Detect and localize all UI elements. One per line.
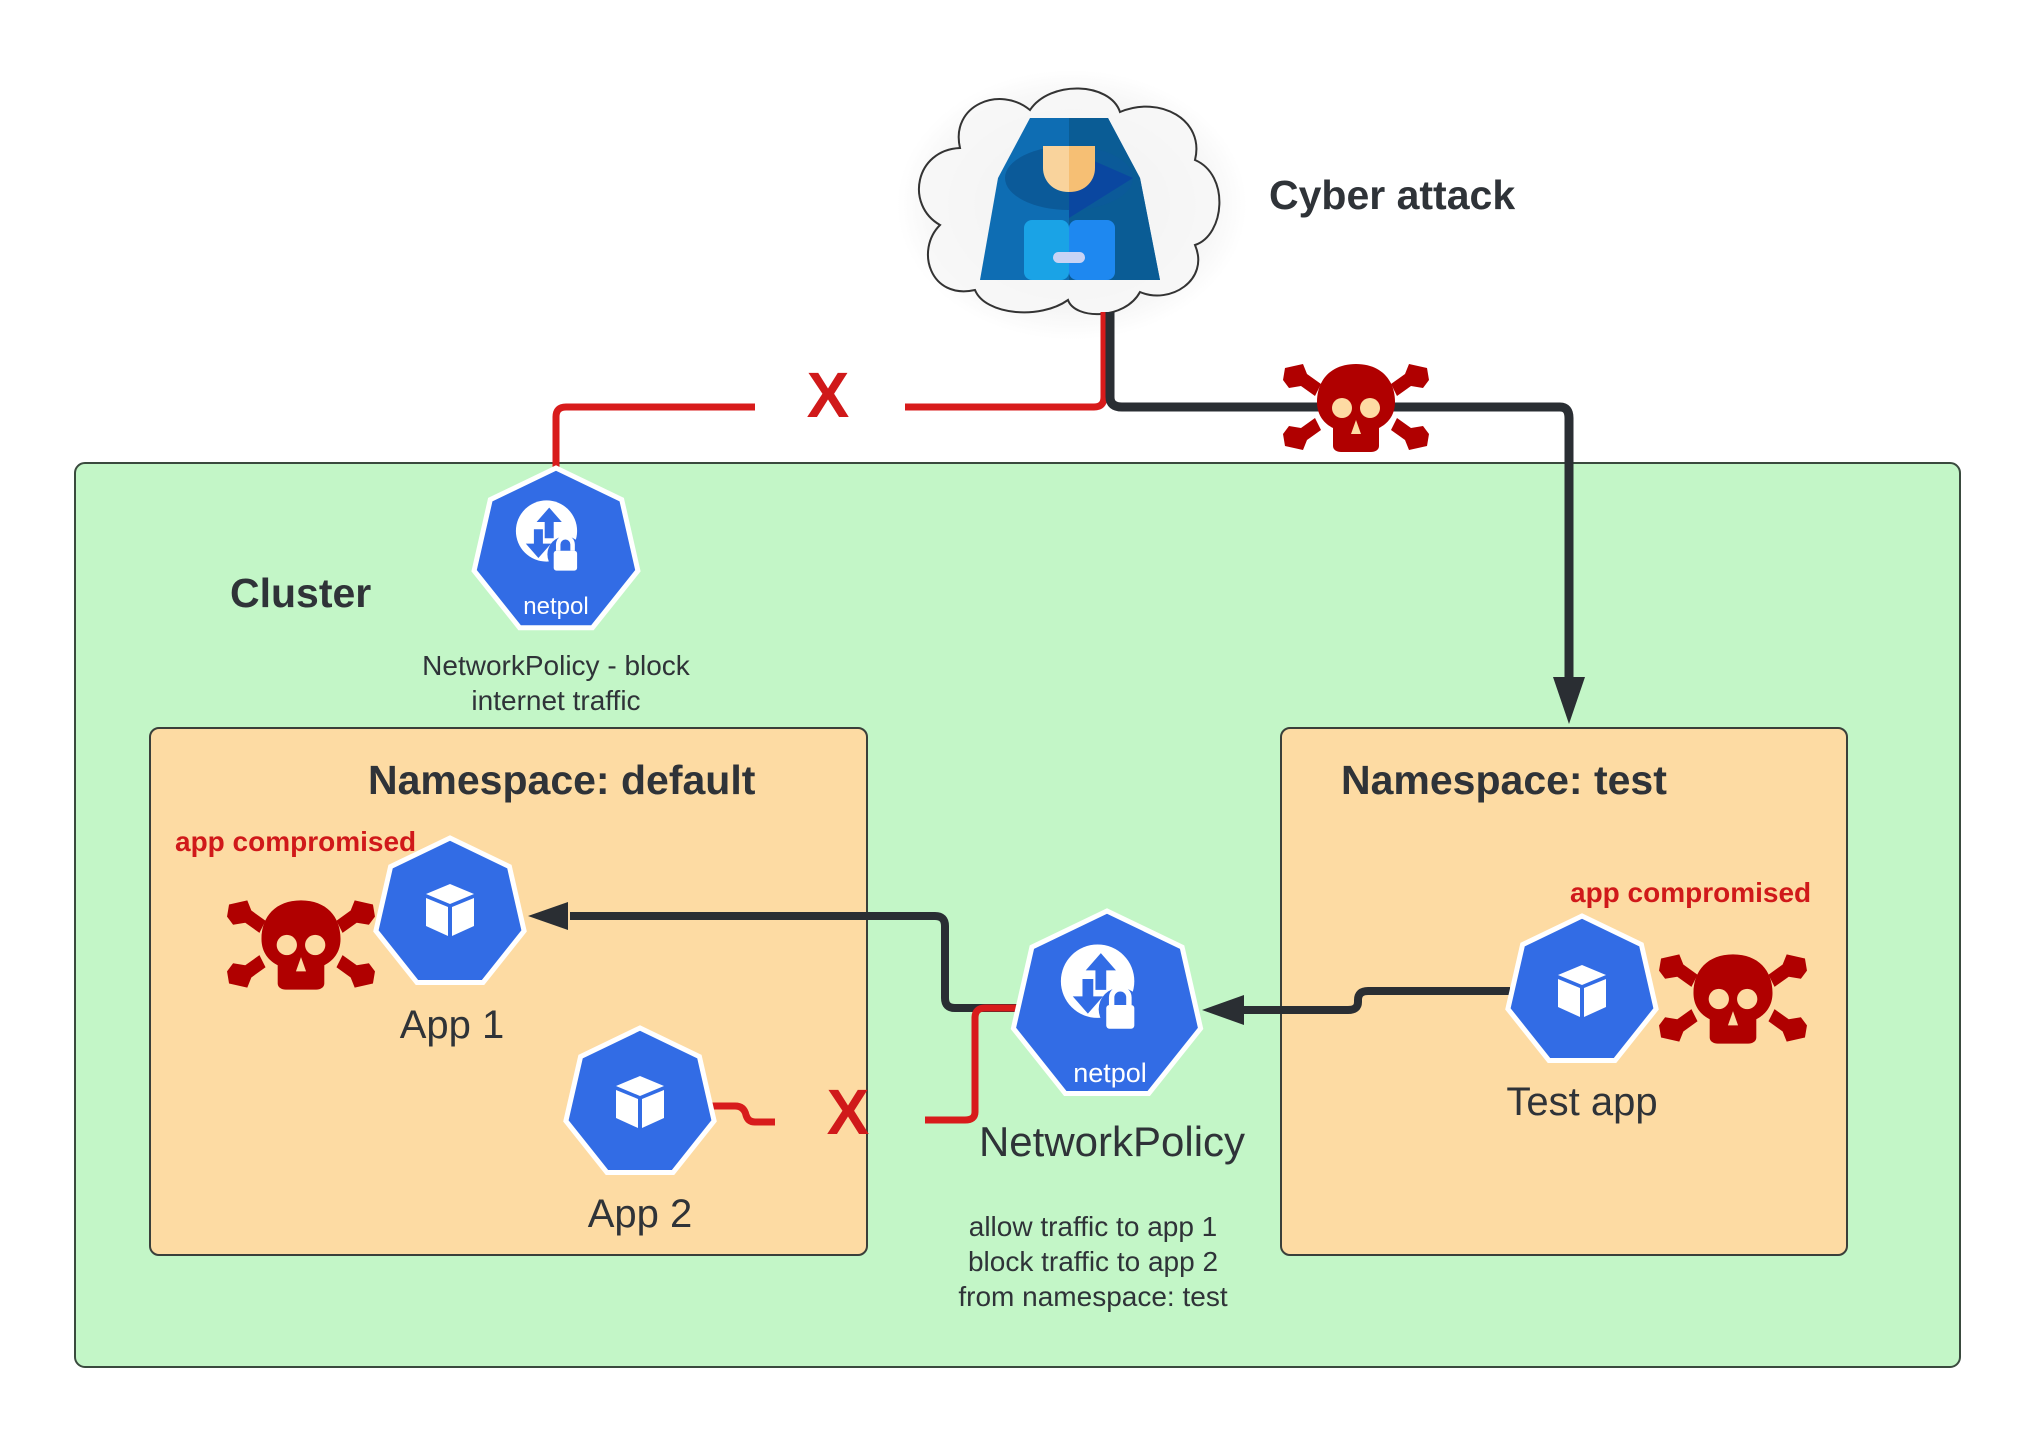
caption-line: NetworkPolicy - block	[422, 650, 690, 681]
blocked-marker: X	[806, 359, 850, 431]
arrow-head-down	[1553, 677, 1585, 724]
netpol-badge-text: netpol	[1073, 1058, 1147, 1088]
rule-line: allow traffic to app 1	[968, 1211, 1218, 1242]
testapp-status-badge: app compromised	[1570, 877, 1812, 908]
testapp-label: Test app	[1506, 1080, 1658, 1124]
namespace-default-box	[149, 727, 868, 1256]
network-policy-label: NetworkPolicy	[978, 1118, 1246, 1165]
netpol-internet-node[interactable]	[471, 465, 641, 631]
blocked-marker: X	[826, 1076, 870, 1148]
arrow-head-left	[1202, 995, 1244, 1025]
blocked-internet-path	[552, 312, 1108, 470]
network-policy-rules: allow traffic to app 1 block traffic to …	[958, 1209, 1227, 1314]
caption-line: internet traffic	[471, 685, 641, 716]
namespace-default-label: Namespace: default	[368, 757, 756, 803]
rule-line: block traffic to app 2	[967, 1246, 1219, 1277]
testapp-node[interactable]	[1505, 913, 1659, 1063]
attacker-label: Cyber attack	[1269, 172, 1516, 218]
rule-line: from namespace: test	[958, 1281, 1228, 1312]
app2-node[interactable]	[563, 1025, 717, 1175]
netpol-badge-text: netpol	[523, 593, 589, 620]
hooded-hacker-icon	[980, 118, 1160, 280]
blocked-path-app2	[712, 1004, 1022, 1126]
app1-node[interactable]	[373, 835, 527, 985]
internet-policy-caption: NetworkPolicy - block internet traffic	[422, 648, 690, 718]
namespace-test-label: Namespace: test	[1341, 757, 1667, 803]
app1-label: App 1	[399, 1003, 505, 1047]
testapp-to-netpol-path	[1240, 987, 1510, 1014]
cluster-label: Cluster	[230, 570, 372, 616]
netpol-central-node[interactable]	[1010, 908, 1204, 1096]
app1-status-badge: app compromised	[175, 826, 417, 857]
allowed-path-app1	[570, 912, 1020, 1012]
arrow-head-left	[528, 902, 568, 930]
app2-label: App 2	[587, 1192, 693, 1236]
